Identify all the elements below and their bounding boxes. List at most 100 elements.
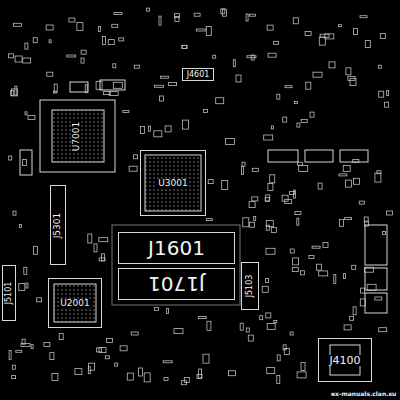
component-outline xyxy=(250,14,256,16)
component-label-box: U3001 xyxy=(140,150,206,216)
component-outline xyxy=(359,201,364,204)
component-outline xyxy=(88,234,92,243)
component-outline xyxy=(284,348,289,354)
component-outline xyxy=(96,81,102,89)
component-outline xyxy=(196,29,205,31)
part-designator: J5301 xyxy=(54,211,63,239)
component-outline xyxy=(354,178,360,184)
component-outline xyxy=(134,65,139,68)
component-outline xyxy=(159,96,163,101)
component-outline xyxy=(292,268,298,272)
part-designator: U3001 xyxy=(157,179,189,188)
component-outline xyxy=(345,218,352,220)
component-outline xyxy=(113,82,122,88)
component-outline xyxy=(81,50,86,54)
component-outline xyxy=(301,363,305,371)
component-outline xyxy=(225,139,234,145)
component-outline xyxy=(361,288,365,293)
component-outline xyxy=(31,345,33,349)
component-outline xyxy=(266,248,275,254)
component-outline xyxy=(88,367,90,374)
component-outline xyxy=(54,84,57,92)
component-outline xyxy=(240,323,243,330)
component-outline xyxy=(159,16,161,25)
component-outline xyxy=(243,218,249,227)
component-outline xyxy=(306,82,311,89)
component-outline xyxy=(344,325,351,330)
component-outline xyxy=(346,68,351,75)
component-outline xyxy=(112,24,118,27)
component-outline xyxy=(338,25,341,27)
component-outline xyxy=(353,307,356,315)
component-outline xyxy=(46,25,53,30)
part-designator: J5103 xyxy=(246,274,254,299)
component-outline xyxy=(15,86,17,95)
component-outline xyxy=(268,150,298,162)
component-label-box: J4601 xyxy=(182,68,214,81)
component-outline xyxy=(26,283,28,288)
component-outline xyxy=(233,60,235,67)
component-outline xyxy=(21,343,30,346)
component-outline xyxy=(184,377,189,382)
component-outline xyxy=(274,41,279,44)
chip-die xyxy=(52,110,104,162)
component-outline xyxy=(285,86,292,88)
component-outline xyxy=(59,334,63,340)
component-outline xyxy=(134,155,138,159)
component-outline xyxy=(174,14,179,18)
component-label-box: J5103 xyxy=(241,262,259,310)
component-outline xyxy=(250,222,255,227)
component-outline xyxy=(67,55,76,57)
component-outline xyxy=(265,198,269,202)
component-outline xyxy=(252,197,258,201)
component-outline xyxy=(13,23,21,26)
component-outline xyxy=(206,26,211,35)
component-outline xyxy=(297,372,306,378)
component-outline xyxy=(199,369,202,378)
component-outline xyxy=(293,18,298,24)
component-outline xyxy=(246,328,249,332)
component-outline xyxy=(33,246,37,254)
component-outline xyxy=(266,195,270,201)
component-outline xyxy=(270,175,275,183)
component-outline xyxy=(246,14,248,21)
component-outline xyxy=(16,350,22,352)
component-outline xyxy=(312,246,320,248)
component-outline xyxy=(100,80,125,90)
component-outline xyxy=(12,365,15,369)
component-outline xyxy=(290,249,294,253)
chip-die xyxy=(145,155,201,211)
component-outline xyxy=(23,58,31,63)
component-outline xyxy=(375,173,381,182)
component-outline xyxy=(346,180,352,187)
component-outline xyxy=(323,243,328,248)
component-outline xyxy=(154,308,158,311)
component-outline xyxy=(266,225,269,230)
component-outline xyxy=(203,354,209,363)
component-outline xyxy=(20,150,32,175)
component-outline xyxy=(320,34,329,37)
component-outline xyxy=(25,112,27,115)
component-outline xyxy=(277,375,280,383)
component-outline xyxy=(127,373,133,380)
component-outline xyxy=(297,123,300,127)
component-outline xyxy=(174,329,183,334)
part-designator: J5101 xyxy=(5,281,13,306)
component-outline xyxy=(140,127,144,134)
component-outline xyxy=(105,356,109,359)
component-outline xyxy=(204,109,208,112)
component-outline xyxy=(164,378,168,381)
component-outline xyxy=(23,160,27,166)
component-outline xyxy=(223,9,227,16)
component-outline xyxy=(295,101,298,103)
component-outline xyxy=(49,40,51,43)
component-outline xyxy=(69,18,75,22)
component-outline xyxy=(9,350,11,359)
component-outline xyxy=(272,126,274,129)
component-outline xyxy=(236,75,241,82)
component-outline xyxy=(8,54,13,58)
component-outline xyxy=(295,212,301,215)
component-outline xyxy=(47,72,53,76)
